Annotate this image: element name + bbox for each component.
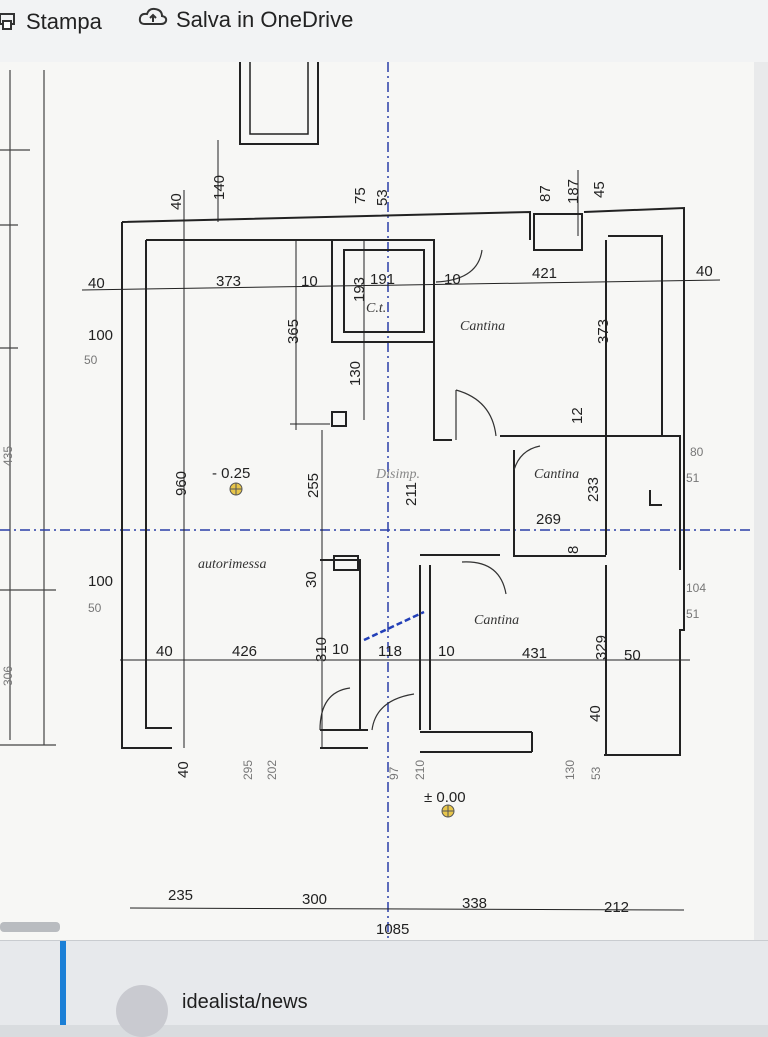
dim-text: 421 <box>532 265 557 282</box>
dim-text: 295 <box>241 760 255 780</box>
dim-text: 269 <box>536 511 561 528</box>
dim-text: 8 <box>565 546 582 554</box>
dim-text: 960 <box>173 471 190 496</box>
dim-text: 51 <box>686 607 700 621</box>
dim-text: 373 <box>595 319 612 344</box>
dim-text: 45 <box>591 181 608 198</box>
site-label[interactable]: idealista/news <box>182 991 308 1013</box>
dim-text: 365 <box>285 319 302 344</box>
print-label: Stampa <box>26 9 102 34</box>
top-toolbar: Stampa Salva in OneDrive <box>0 0 768 62</box>
dim-text: 130 <box>347 361 364 386</box>
dim-text: 50 <box>624 647 641 664</box>
horizontal-scrollbar-thumb[interactable] <box>0 922 60 932</box>
print-button[interactable]: Stampa <box>0 6 102 38</box>
dim-text: 140 <box>211 175 228 200</box>
dim-text: 338 <box>462 895 487 912</box>
dim-text: 191 <box>370 271 395 288</box>
room-label-garage: autorimessa <box>198 557 266 572</box>
dim-text: 100 <box>88 327 113 344</box>
room-label-cellar-mid: Cantina <box>534 467 579 482</box>
dim-text: 51 <box>686 471 700 485</box>
dim-text: 211 <box>403 482 420 506</box>
dim-text: 40 <box>168 193 185 210</box>
dim-text: 210 <box>413 760 427 780</box>
dim-text: 87 <box>537 185 554 202</box>
dim-text: 53 <box>374 189 391 206</box>
dim-text: 118 <box>378 643 402 660</box>
drawing-viewport[interactable]: 40 140 75 53 87 187 45 40 373 10 193 191… <box>0 62 768 940</box>
dim-text: 50 <box>84 353 98 367</box>
dim-text: 329 <box>593 635 610 660</box>
dim-text: 212 <box>604 899 629 916</box>
cloud-upload-icon <box>138 6 168 34</box>
room-label-technical: C.t. <box>366 301 386 316</box>
level-marker-icon <box>441 804 455 818</box>
dim-text: 40 <box>587 705 604 722</box>
dim-text: 12 <box>569 407 586 424</box>
dim-text: 310 <box>313 637 330 662</box>
dim-text: 10 <box>438 643 455 660</box>
dim-text: 435 <box>1 446 15 466</box>
level-garage: - 0.25 <box>212 465 250 482</box>
dim-text: 1085 <box>376 921 409 938</box>
dim-text: 97 <box>387 766 401 780</box>
dim-text: 40 <box>175 761 192 778</box>
level-marker-icon <box>229 482 243 496</box>
level-ground: ± 0.00 <box>424 789 466 806</box>
dim-text: 10 <box>332 641 349 658</box>
dim-text: 426 <box>232 643 257 660</box>
room-label-cellar-bottom: Cantina <box>474 613 519 628</box>
floor-plan: 40 140 75 53 87 187 45 40 373 10 193 191… <box>0 62 768 940</box>
dim-text: 255 <box>305 473 322 498</box>
accent-bar <box>60 941 66 1025</box>
dim-text: 75 <box>352 187 369 204</box>
dim-text: 130 <box>563 760 577 780</box>
printer-icon <box>0 6 18 38</box>
dim-text: 50 <box>88 601 102 615</box>
dim-text: 10 <box>301 273 318 290</box>
dim-text: 10 <box>444 271 461 288</box>
dim-text: 431 <box>522 645 547 662</box>
dim-text: 187 <box>565 179 582 204</box>
vertical-scrollbar[interactable] <box>754 62 768 940</box>
room-label-cellar-top: Cantina <box>460 319 505 334</box>
room-label-hall: Disimp. <box>375 467 420 482</box>
dim-text: 100 <box>88 573 113 590</box>
dim-text: 193 <box>351 277 368 302</box>
dim-text: 233 <box>585 477 602 502</box>
dim-text: 104 <box>686 581 706 595</box>
dim-text: 235 <box>168 887 193 904</box>
dim-text: 53 <box>589 766 603 780</box>
dim-text: 306 <box>1 666 15 686</box>
dim-text: 30 <box>303 571 320 588</box>
dim-text: 40 <box>88 275 105 292</box>
save-label: Salva in OneDrive <box>176 7 354 32</box>
dim-text: 300 <box>302 891 327 908</box>
bottom-taskbar: idealista/news <box>0 940 768 1037</box>
avatar[interactable] <box>116 985 168 1037</box>
dim-text: 202 <box>265 760 279 780</box>
dim-text: 80 <box>690 445 704 459</box>
dim-text: 40 <box>696 263 713 280</box>
dim-text: 40 <box>156 643 173 660</box>
save-onedrive-button[interactable]: Salva in OneDrive <box>138 6 353 34</box>
dim-text: 373 <box>216 273 241 290</box>
